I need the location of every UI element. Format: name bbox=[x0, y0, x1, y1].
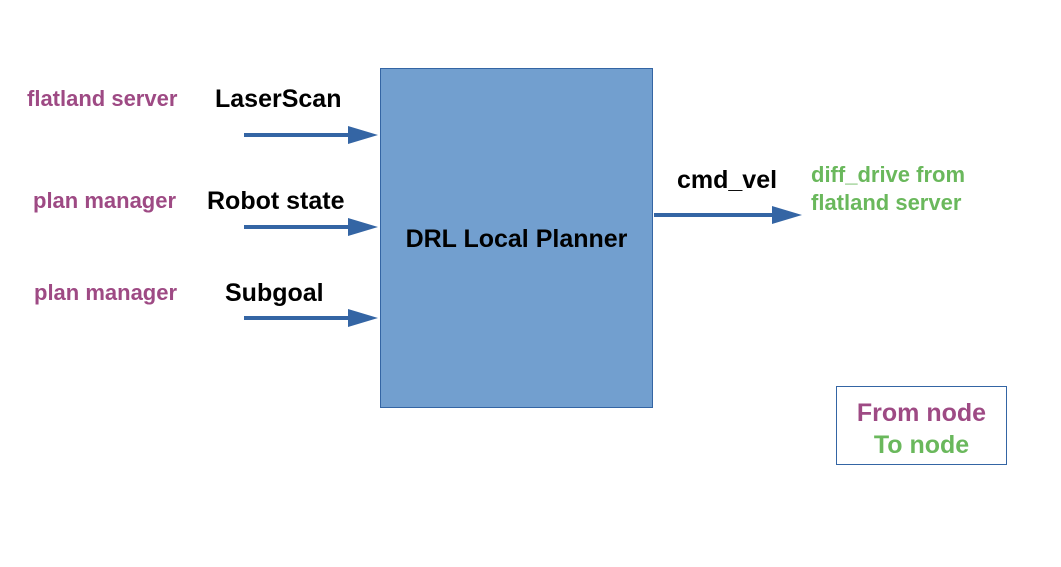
input-arrow-laserscan bbox=[244, 126, 378, 144]
node-label: DRL Local Planner bbox=[405, 225, 628, 253]
legend: From node To node bbox=[836, 386, 1007, 465]
drl-local-planner-node: DRL Local Planner bbox=[380, 68, 653, 408]
input-source-subgoal: plan manager bbox=[34, 280, 178, 305]
input-arrow-subgoal bbox=[244, 309, 378, 327]
input-source-robot-state: plan manager bbox=[33, 188, 177, 213]
input-topic-robot-state: Robot state bbox=[207, 187, 345, 215]
input-arrow-robot-state bbox=[244, 218, 378, 236]
output-topic-cmd-vel: cmd_vel bbox=[677, 166, 778, 194]
input-source-laserscan: flatland server bbox=[27, 86, 178, 111]
output-destination: diff_drive from flatland server bbox=[811, 161, 965, 217]
output-destination-line2: flatland server bbox=[811, 190, 962, 215]
input-topic-subgoal: Subgoal bbox=[225, 279, 324, 307]
output-destination-line1: diff_drive from bbox=[811, 162, 966, 187]
output-arrow-cmd-vel bbox=[654, 206, 802, 224]
legend-from-node: From node bbox=[856, 399, 987, 427]
legend-to-node: To node bbox=[873, 431, 970, 459]
input-topic-laserscan: LaserScan bbox=[215, 85, 342, 113]
